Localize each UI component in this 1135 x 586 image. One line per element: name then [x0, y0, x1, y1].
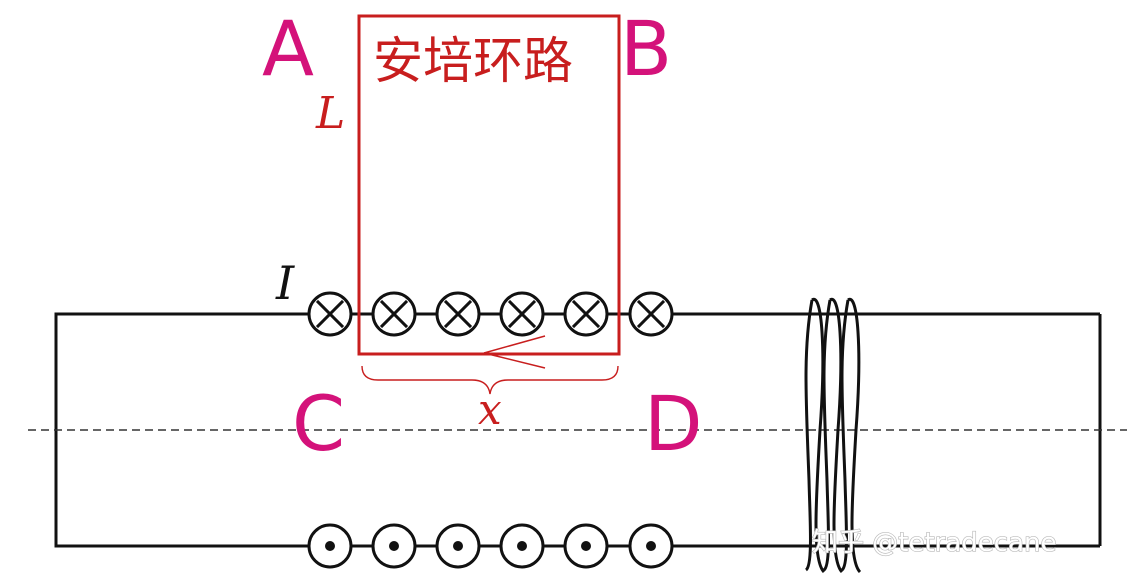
label-width: x — [478, 385, 502, 434]
loop-direction-arrow — [483, 335, 546, 369]
label-c: C — [292, 379, 345, 468]
into-page-wire — [435, 291, 481, 337]
loop-title: 安培环路 — [373, 32, 573, 90]
out-of-page-wire — [563, 523, 609, 569]
out-of-page-wire — [371, 523, 417, 569]
label-a: A — [262, 4, 314, 93]
watermark: 知乎 @tetradecane — [812, 528, 1056, 558]
out-of-page-wire — [435, 523, 481, 569]
label-current: I — [275, 256, 295, 310]
out-of-page-wire — [307, 523, 353, 569]
width-brace — [361, 365, 619, 395]
label-b: B — [620, 4, 672, 93]
into-page-wire — [307, 291, 353, 337]
into-page-wire — [499, 291, 545, 337]
into-page-wire-row — [307, 291, 674, 337]
label-d: D — [644, 379, 703, 468]
into-page-wire — [371, 291, 417, 337]
out-of-page-wire — [628, 523, 674, 569]
into-page-wire — [563, 291, 609, 337]
out-of-page-wire-row — [307, 523, 674, 569]
into-page-wire — [628, 291, 674, 337]
out-of-page-wire — [499, 523, 545, 569]
solenoid-coil — [804, 297, 862, 574]
label-loop-length: L — [315, 88, 345, 139]
